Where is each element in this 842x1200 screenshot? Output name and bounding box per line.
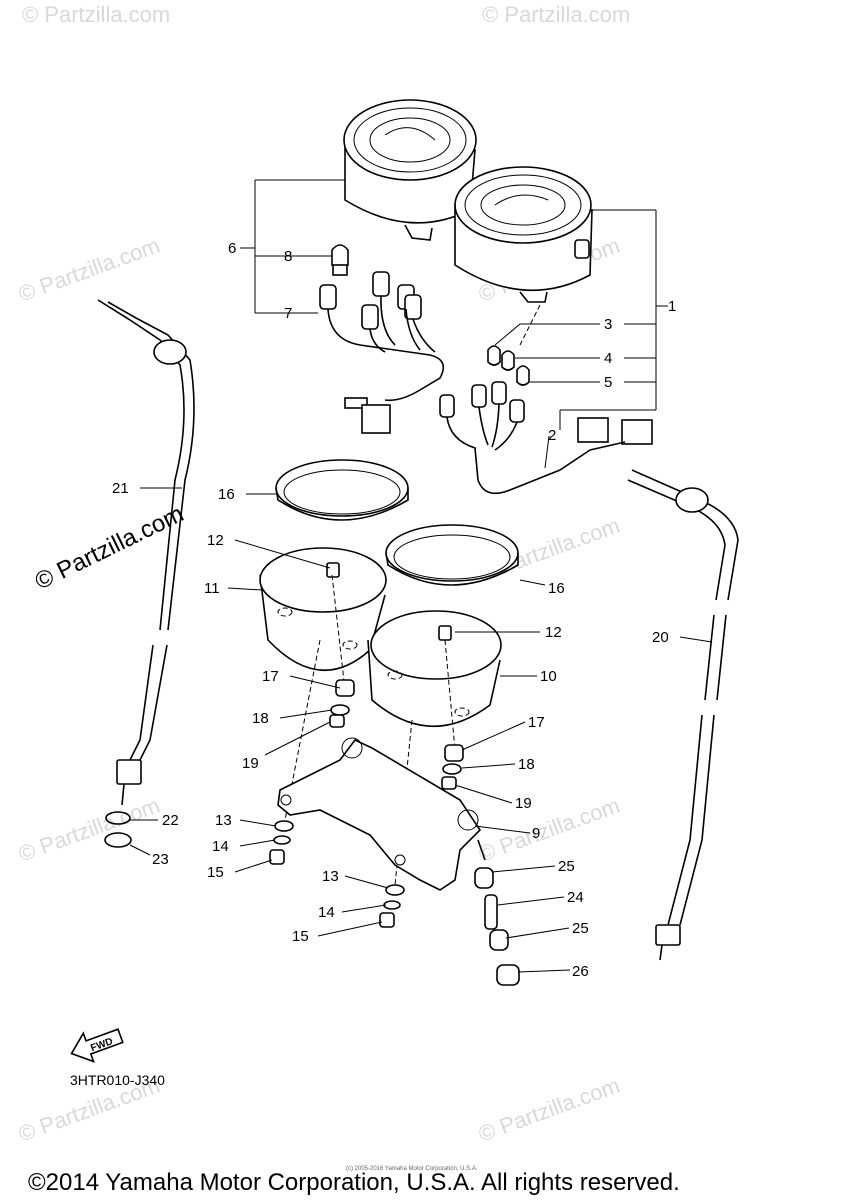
diagram-code: 3HTR010-J340 <box>70 1072 165 1088</box>
bracket-9 <box>277 737 486 891</box>
callout-7: 7 <box>284 305 292 322</box>
callout-21: 21 <box>112 480 129 497</box>
grommet-stack-right <box>441 744 464 790</box>
speedo-cable-20 <box>627 469 739 961</box>
tach-cable-21 <box>97 299 195 806</box>
callout-12-left: 12 <box>207 532 224 549</box>
callout-4: 4 <box>604 350 612 367</box>
speedo-harness-2 <box>439 381 653 495</box>
callout-23: 23 <box>152 851 169 868</box>
callout-5: 5 <box>604 374 612 391</box>
callout-16-left: 16 <box>218 486 235 503</box>
watermark: © Partzilla.com <box>22 2 170 27</box>
grommet-stack-left <box>329 679 355 728</box>
speedo-bulbs <box>487 345 530 386</box>
hardware-left <box>269 820 294 865</box>
callout-12-right: 12 <box>545 624 562 641</box>
tachometer-assembly <box>343 99 477 241</box>
callout-8: 8 <box>284 248 292 265</box>
callout-16-right: 16 <box>548 580 565 597</box>
callout-22: 22 <box>162 812 179 829</box>
callout-17-right: 17 <box>528 714 545 731</box>
callout-labels: 1 2 3 4 5 6 7 8 9 10 11 12 12 13 13 14 1… <box>112 240 676 980</box>
callout-25-bottom: 25 <box>572 920 589 937</box>
callout-24: 24 <box>567 889 584 906</box>
tach-harness-7 <box>319 271 445 434</box>
callout-2: 2 <box>548 427 556 444</box>
callout-18-right: 18 <box>518 756 535 773</box>
case-11 <box>259 547 387 671</box>
fwd-arrow: FWD <box>70 1028 124 1063</box>
watermark: © Partzilla.com <box>482 2 630 27</box>
callout-3: 3 <box>604 316 612 333</box>
watermark: © Partzilla.com <box>15 793 163 867</box>
small-notice: (c) 2005-2016 Yamaha Motor Corporation, … <box>346 1166 478 1172</box>
oring-23 <box>104 832 132 848</box>
leader-lines <box>129 255 713 973</box>
callout-9: 9 <box>532 825 540 842</box>
callout-14-right: 14 <box>318 904 335 921</box>
speedometer-assembly <box>454 166 593 303</box>
callout-15-right: 15 <box>292 928 309 945</box>
callout-25-top: 25 <box>558 858 575 875</box>
callout-18-left: 18 <box>252 710 269 727</box>
callout-17-left: 17 <box>262 668 279 685</box>
callout-14-left: 14 <box>212 838 229 855</box>
watermark: © Partzilla.com <box>15 233 163 307</box>
clip-22 <box>105 811 131 825</box>
callout-19-left: 19 <box>242 755 259 772</box>
gasket-16-right <box>385 524 519 586</box>
callout-19-right: 19 <box>515 795 532 812</box>
hardware-24-25-26 <box>474 867 520 986</box>
callout-13-left: 13 <box>215 812 232 829</box>
gasket-16-left <box>275 459 409 521</box>
callout-11: 11 <box>204 580 220 597</box>
callout-6: 6 <box>228 240 236 257</box>
callout-13-right: 13 <box>322 868 339 885</box>
callout-20: 20 <box>652 629 669 646</box>
callout-10: 10 <box>540 668 557 685</box>
callout-26: 26 <box>572 963 589 980</box>
copyright-line: ©2014 Yamaha Motor Corporation, U.S.A. A… <box>28 1169 680 1196</box>
callout-1: 1 <box>668 298 676 315</box>
leader-group-1 <box>494 209 668 430</box>
hardware-right <box>379 884 405 928</box>
watermark: © Partzilla.com <box>475 793 623 867</box>
case-10 <box>367 610 502 728</box>
bulb-8 <box>331 244 349 276</box>
callout-15-left: 15 <box>207 864 224 881</box>
watermark: © Partzilla.com <box>475 1073 623 1147</box>
